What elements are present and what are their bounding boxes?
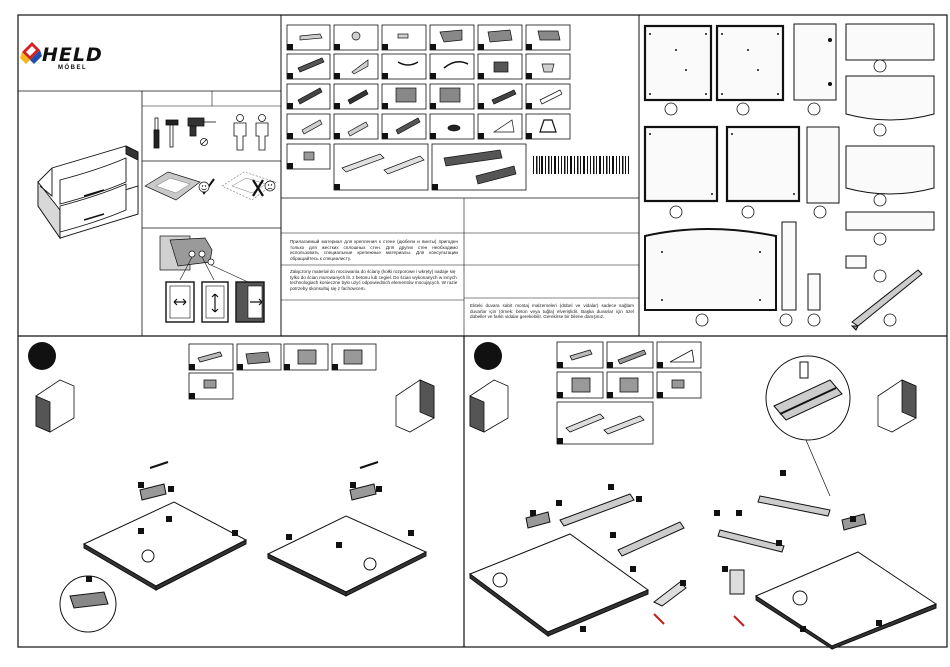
panel-parts-list: [643, 23, 935, 331]
step1-assembly-right: [266, 461, 428, 597]
step2-part-markers: [557, 362, 663, 444]
two-person-icon: [233, 114, 269, 151]
step1-assembly-left: [59, 461, 248, 633]
wall-mount-note-turkish: Ekteki duvara sabit montaj malzemeleri (…: [470, 303, 634, 320]
hinge-adjustment-illustration: [159, 235, 265, 323]
panel-drill-holes: [649, 33, 832, 301]
step-number-badge: [474, 342, 502, 370]
step2-assembly-left: [468, 493, 687, 637]
step-number-badge: [28, 342, 56, 370]
step2-zoom-detail: [765, 355, 851, 497]
panel-number-circles: [664, 59, 897, 327]
cross-mark-icon: [252, 179, 264, 197]
barcode: [533, 156, 629, 174]
orientation-thumbnails: [35, 379, 917, 433]
wall-mount-note-polish: Załączony materiał do mocowania do ścian…: [290, 269, 458, 292]
place-on-hard-floor-not-ok: [221, 171, 277, 201]
wall-mount-note-russian: Прилагаемый материал для крепления к сте…: [290, 239, 458, 262]
brand-name: HELD: [42, 44, 103, 66]
sad-face-icon: [264, 180, 276, 192]
step1-detail-markers: [86, 482, 414, 582]
step2-detail-markers: [530, 470, 882, 632]
step1-part-markers: [189, 364, 338, 399]
brand-subtitle: MÖBEL: [58, 65, 88, 71]
hardware-part-glyphs: [297, 29, 563, 185]
held-logo-mark: [20, 42, 42, 64]
place-on-soft-surface-ok: [144, 171, 215, 201]
step2-assembly-right: [717, 495, 938, 650]
step2-parts-box: [556, 341, 702, 445]
tools-illustration: [153, 117, 216, 149]
cabinet-illustration: [37, 145, 139, 240]
part-label-markers: [287, 44, 532, 190]
step1-parts-box: [188, 343, 377, 400]
